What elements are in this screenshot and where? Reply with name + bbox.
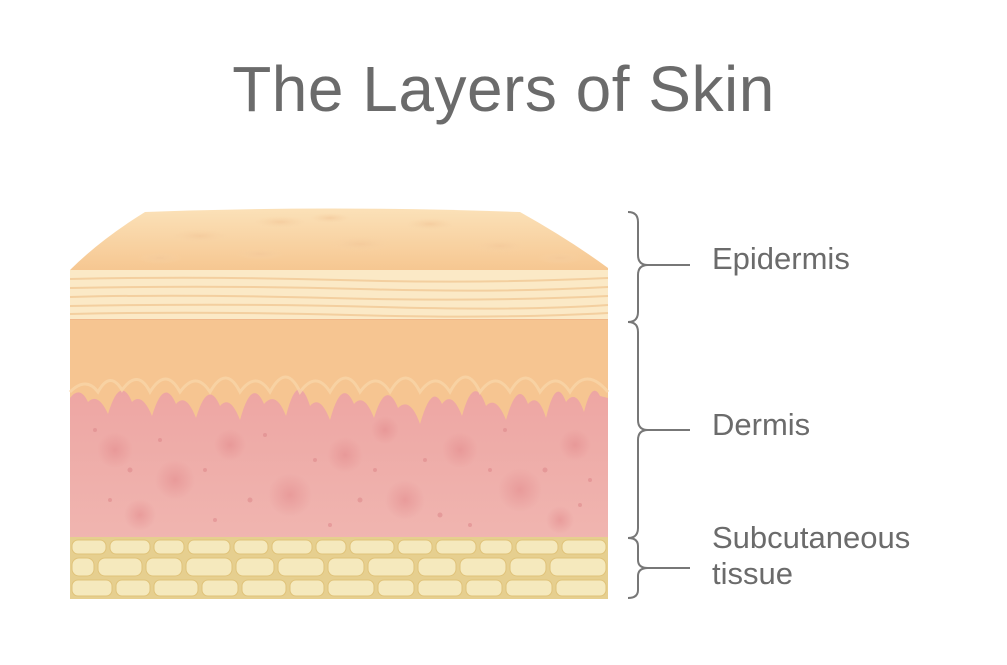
page-title: The Layers of Skin bbox=[232, 53, 775, 125]
label-dermis: Dermis bbox=[712, 407, 811, 442]
fat-cells bbox=[71, 539, 607, 597]
surface-texture bbox=[138, 213, 582, 264]
bracket-dermis bbox=[627, 321, 690, 539]
label-subcutaneous-line2: tissue bbox=[712, 556, 793, 591]
label-epidermis: Epidermis bbox=[712, 241, 850, 276]
dermis-texture bbox=[93, 416, 592, 534]
label-subcutaneous-line1: Subcutaneous bbox=[712, 520, 911, 555]
bracket-subcutaneous bbox=[627, 537, 690, 599]
label-subcutaneous: Subcutaneous tissue bbox=[712, 520, 910, 592]
epidermis-stripes bbox=[69, 276, 609, 318]
bracket-epidermis bbox=[627, 211, 690, 323]
papillary-layer bbox=[70, 320, 608, 424]
